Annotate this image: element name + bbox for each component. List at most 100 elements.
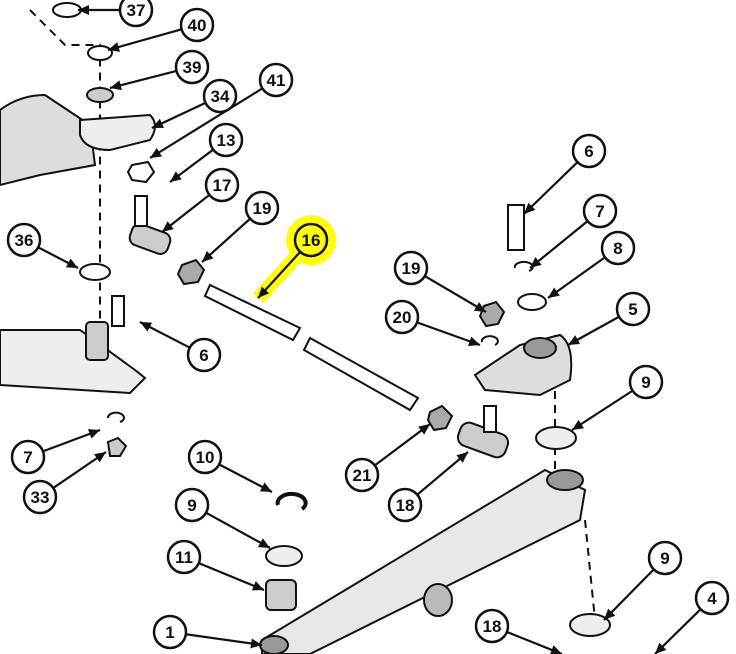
arrowhead-icon [473,302,486,312]
arrowhead-icon [530,257,542,268]
callout-label: 10 [196,448,215,467]
callout-4: 4 [654,580,730,654]
callout-circle [179,7,215,43]
bushing [265,579,297,611]
arrowhead-icon [150,147,162,158]
callout-9: 9 [174,487,271,549]
arrowhead-icon [170,171,182,182]
callout-circle [166,539,202,575]
callout-label: 41 [267,71,286,90]
callout-circle [118,0,154,28]
leader-line [523,162,578,215]
callout-1: 1 [152,614,263,650]
callout-36: 36 [6,222,79,269]
nut [126,160,156,184]
callout-circle [152,614,188,650]
callout-circle [344,457,380,493]
snap-ring [275,491,308,511]
callout-18: 18 [474,608,563,654]
washer [535,426,577,450]
bolt [507,204,525,251]
ball-stud [483,405,497,433]
callout-label: 34 [211,87,230,106]
callout-label: 19 [402,259,421,278]
nut [106,436,128,457]
callout-label: 7 [23,448,32,467]
callout-7: 7 [10,428,101,475]
callout-label: 6 [584,142,593,161]
callout-16: 16 [252,215,336,303]
axle-hole [259,635,289,654]
leader-line [186,633,263,647]
leader-line [107,28,181,52]
tie-rod [302,336,420,412]
callout-circle [615,291,651,327]
callout-label: 6 [199,346,208,365]
washer [87,45,113,61]
callout-8: 8 [547,230,636,299]
arrowhead-icon [655,642,667,654]
washer [52,2,82,18]
callout-label: 19 [253,199,272,218]
arrowhead-icon [568,335,581,345]
shaft-centerline [29,9,101,340]
callout-label: 18 [483,617,502,636]
callout-label: 37 [127,1,146,20]
callout-circle [244,190,280,226]
arrowhead-icon [572,419,584,430]
callout-9: 9 [603,540,683,621]
callout-label: 20 [393,308,412,327]
tie-rod [203,283,302,342]
callout-label: 9 [660,549,669,568]
callout-circle [186,337,222,373]
callout-37: 37 [78,0,154,28]
callout-label: 9 [641,373,650,392]
callout-label: 13 [217,131,236,150]
arm-hole [523,337,557,359]
bracket-plate [0,329,147,395]
washer [265,545,303,567]
callout-13: 13 [169,122,244,183]
nut [426,404,454,432]
callout-circle [204,167,240,203]
callout-label: 1 [165,623,174,642]
callout-label: 11 [175,548,193,567]
sector-gear [0,93,97,187]
leader-line [529,220,588,269]
callout-circle [571,133,607,169]
callout-circle [10,439,46,475]
bolt [111,295,125,327]
callout-circle [202,78,238,114]
arrowhead-icon [250,638,262,649]
leader-line [547,256,605,299]
callout-18: 18 [387,451,469,523]
leader-line [149,88,263,159]
leader-line [374,423,431,466]
callout-circle [582,193,618,229]
callout-circle [208,122,244,158]
callout-19: 19 [201,190,280,263]
arrowhead-icon [259,482,272,492]
arrowhead-icon [202,250,214,262]
ball-stud [134,195,148,227]
arrowhead-icon [604,608,616,620]
leader-line [603,569,654,621]
callout-34: 34 [151,78,238,129]
arrowhead-icon [78,5,89,15]
arrowhead-icon [108,42,120,52]
leader-line [425,275,487,313]
callout-circle [187,439,223,475]
arrowhead-icon [251,581,264,591]
arrowhead-icon [418,424,430,435]
leader-line [206,512,271,549]
lock-washer [513,260,534,272]
callout-label: 4 [707,589,717,608]
callout-label: 39 [183,58,202,77]
callout-circle [6,222,42,258]
callout-9: 9 [571,364,664,431]
callout-label: 33 [31,488,50,507]
callout-circle [647,540,683,576]
callout-label: 18 [396,496,415,515]
